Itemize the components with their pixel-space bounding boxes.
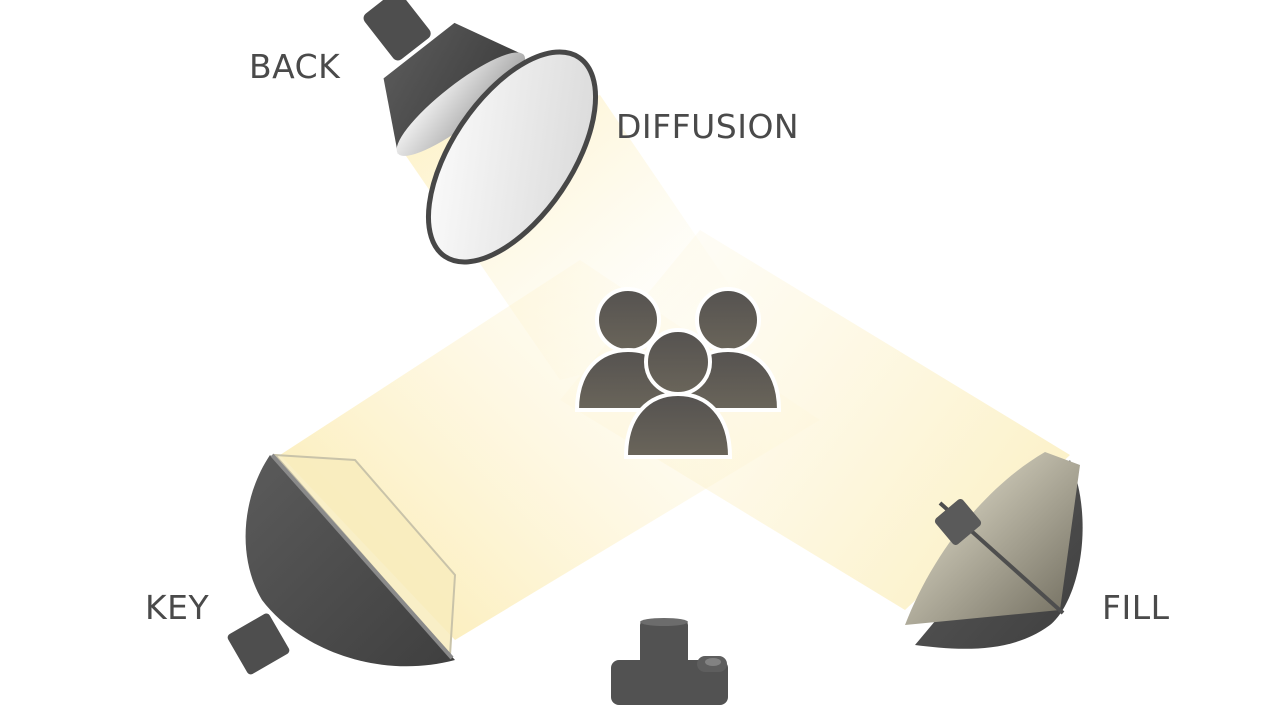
camera-icon: [611, 618, 728, 705]
fill-light-label: FILL: [1102, 588, 1170, 627]
key-light-label: KEY: [145, 588, 210, 627]
umbrella-light-icon: [905, 452, 1083, 649]
softbox-icon: [227, 453, 457, 675]
diffusion-panel-icon: [425, 49, 599, 265]
back-light-label: BACK: [249, 47, 341, 86]
diffusion-label: DIFFUSION: [616, 107, 800, 146]
back-light-icon: [363, 0, 526, 156]
people-group-icon: [574, 287, 782, 459]
